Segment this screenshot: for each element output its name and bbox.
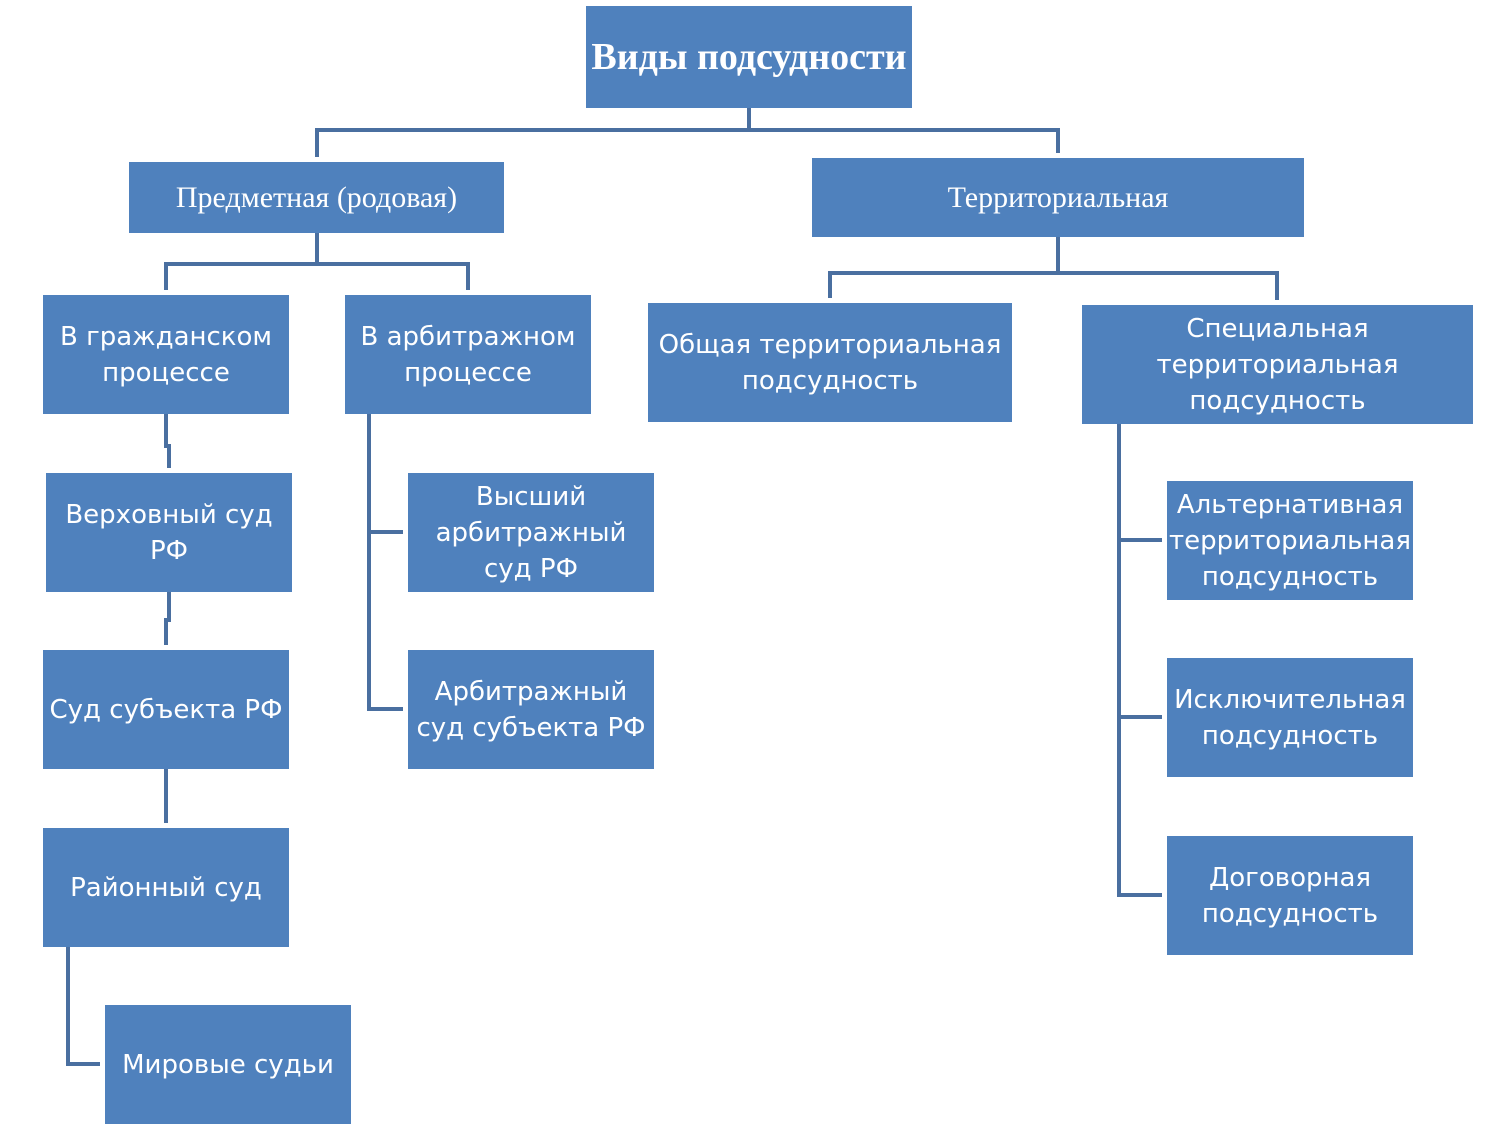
node-alternative-jurisdiction: Альтернативная территориальная подсуднос… — [1167, 481, 1413, 600]
connector-supreme-to-regional — [164, 592, 171, 645]
node-district-court: Районный суд — [43, 828, 289, 947]
node-higher-arbitration-court: Высший арбитражный суд РФ — [408, 473, 654, 592]
node-general-territorial: Общая территориальная подсудность — [648, 303, 1012, 422]
node-subject-arbitration-court: Арбитражный суд субъекта РФ — [408, 650, 654, 769]
node-contractual-jurisdiction: Договорная подсудность — [1167, 836, 1413, 955]
node-subject-jurisdiction: Предметная (родовая) — [129, 162, 504, 233]
connector-special-branch — [1117, 424, 1162, 897]
connector-subject-to-processes — [164, 233, 470, 290]
node-territorial-jurisdiction: Территориальная — [812, 158, 1304, 237]
node-arbitration-process: В арбитражном процессе — [345, 295, 591, 414]
node-special-territorial: Специальная территориальная подсудность — [1082, 305, 1473, 424]
connector-civil-to-supreme — [164, 414, 171, 468]
node-regional-court: Суд субъекта РФ — [43, 650, 289, 769]
node-exclusive-jurisdiction: Исключительная подсудность — [1167, 658, 1413, 777]
root-node-types-of-jurisdiction: Виды подсудности — [586, 6, 912, 108]
connector-root-to-level1 — [315, 108, 1060, 157]
connector-arbitration-branch — [367, 414, 403, 711]
connector-territorial-to-types — [828, 237, 1279, 300]
connector-district-to-magistrates — [66, 947, 100, 1066]
node-magistrates: Мировые судьи — [105, 1005, 351, 1124]
node-civil-process: В гражданском процессе — [43, 295, 289, 414]
node-supreme-court: Верховный суд РФ — [46, 473, 292, 592]
